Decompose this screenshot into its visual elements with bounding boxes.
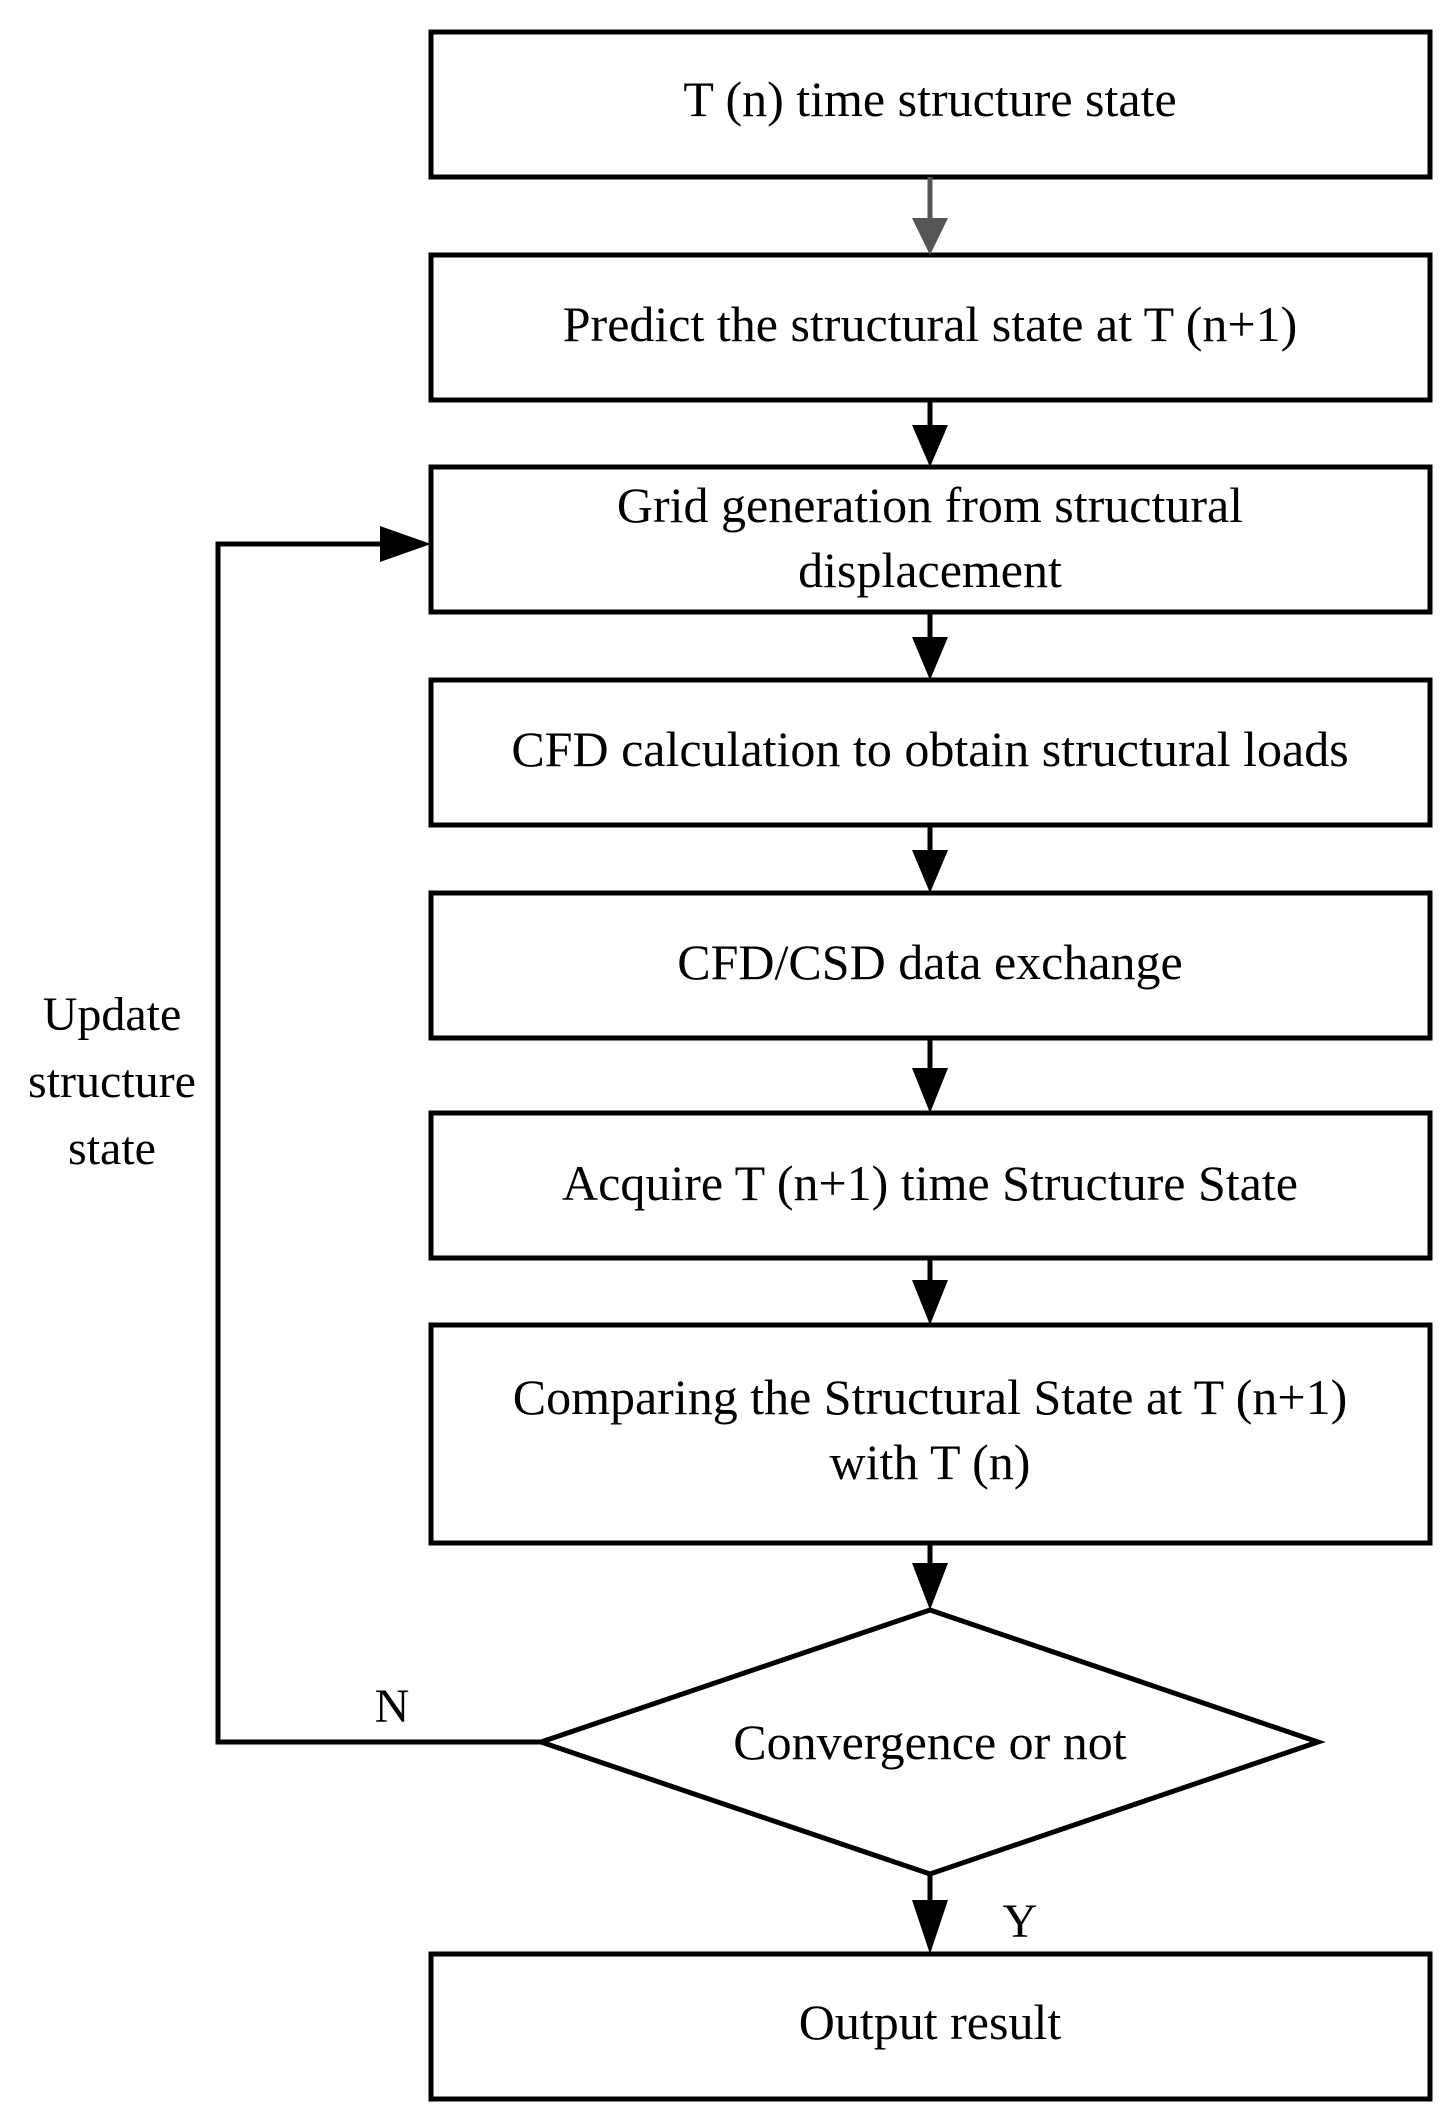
- arrow-step2-to-step3: [912, 400, 948, 467]
- loop-label-line1: Update: [43, 988, 182, 1041]
- step-1-text: T (n) time structure state: [683, 71, 1176, 127]
- feedback-loop-arrow: [215, 526, 541, 1745]
- step-2-text: Predict the structural state at T (n+1): [563, 296, 1297, 352]
- arrow-step3-to-step4: [912, 612, 948, 680]
- step-3-text-line1: Grid generation from structural: [617, 477, 1243, 533]
- arrow-step1-to-step2: [912, 177, 948, 255]
- yes-branch-label: Y: [1003, 1895, 1038, 1948]
- step-5-text: CFD/CSD data exchange: [677, 934, 1182, 990]
- output-box: [428, 1951, 1433, 2102]
- output-text: Output result: [799, 1994, 1062, 2050]
- step-6-text: Acquire T (n+1) time Structure State: [562, 1155, 1298, 1211]
- arrow-decision-to-output: [912, 1874, 948, 1954]
- loop-label-line2: structure: [28, 1055, 196, 1108]
- no-branch-label: N: [375, 1680, 410, 1733]
- step-3-text-line2: displacement: [798, 542, 1062, 598]
- step-7-text-line1: Comparing the Structural State at T (n+1…: [513, 1369, 1348, 1425]
- decision-text: Convergence or not: [733, 1714, 1127, 1770]
- arrow-step6-to-step7: [912, 1258, 948, 1325]
- arrow-step5-to-step6: [912, 1038, 948, 1113]
- step-7-text-line2: with T (n): [830, 1434, 1031, 1490]
- step-4-text: CFD calculation to obtain structural loa…: [511, 721, 1348, 777]
- arrow-step7-to-decision: [912, 1543, 948, 1610]
- loop-label-line3: state: [68, 1122, 156, 1175]
- arrow-step4-to-step5: [912, 825, 948, 893]
